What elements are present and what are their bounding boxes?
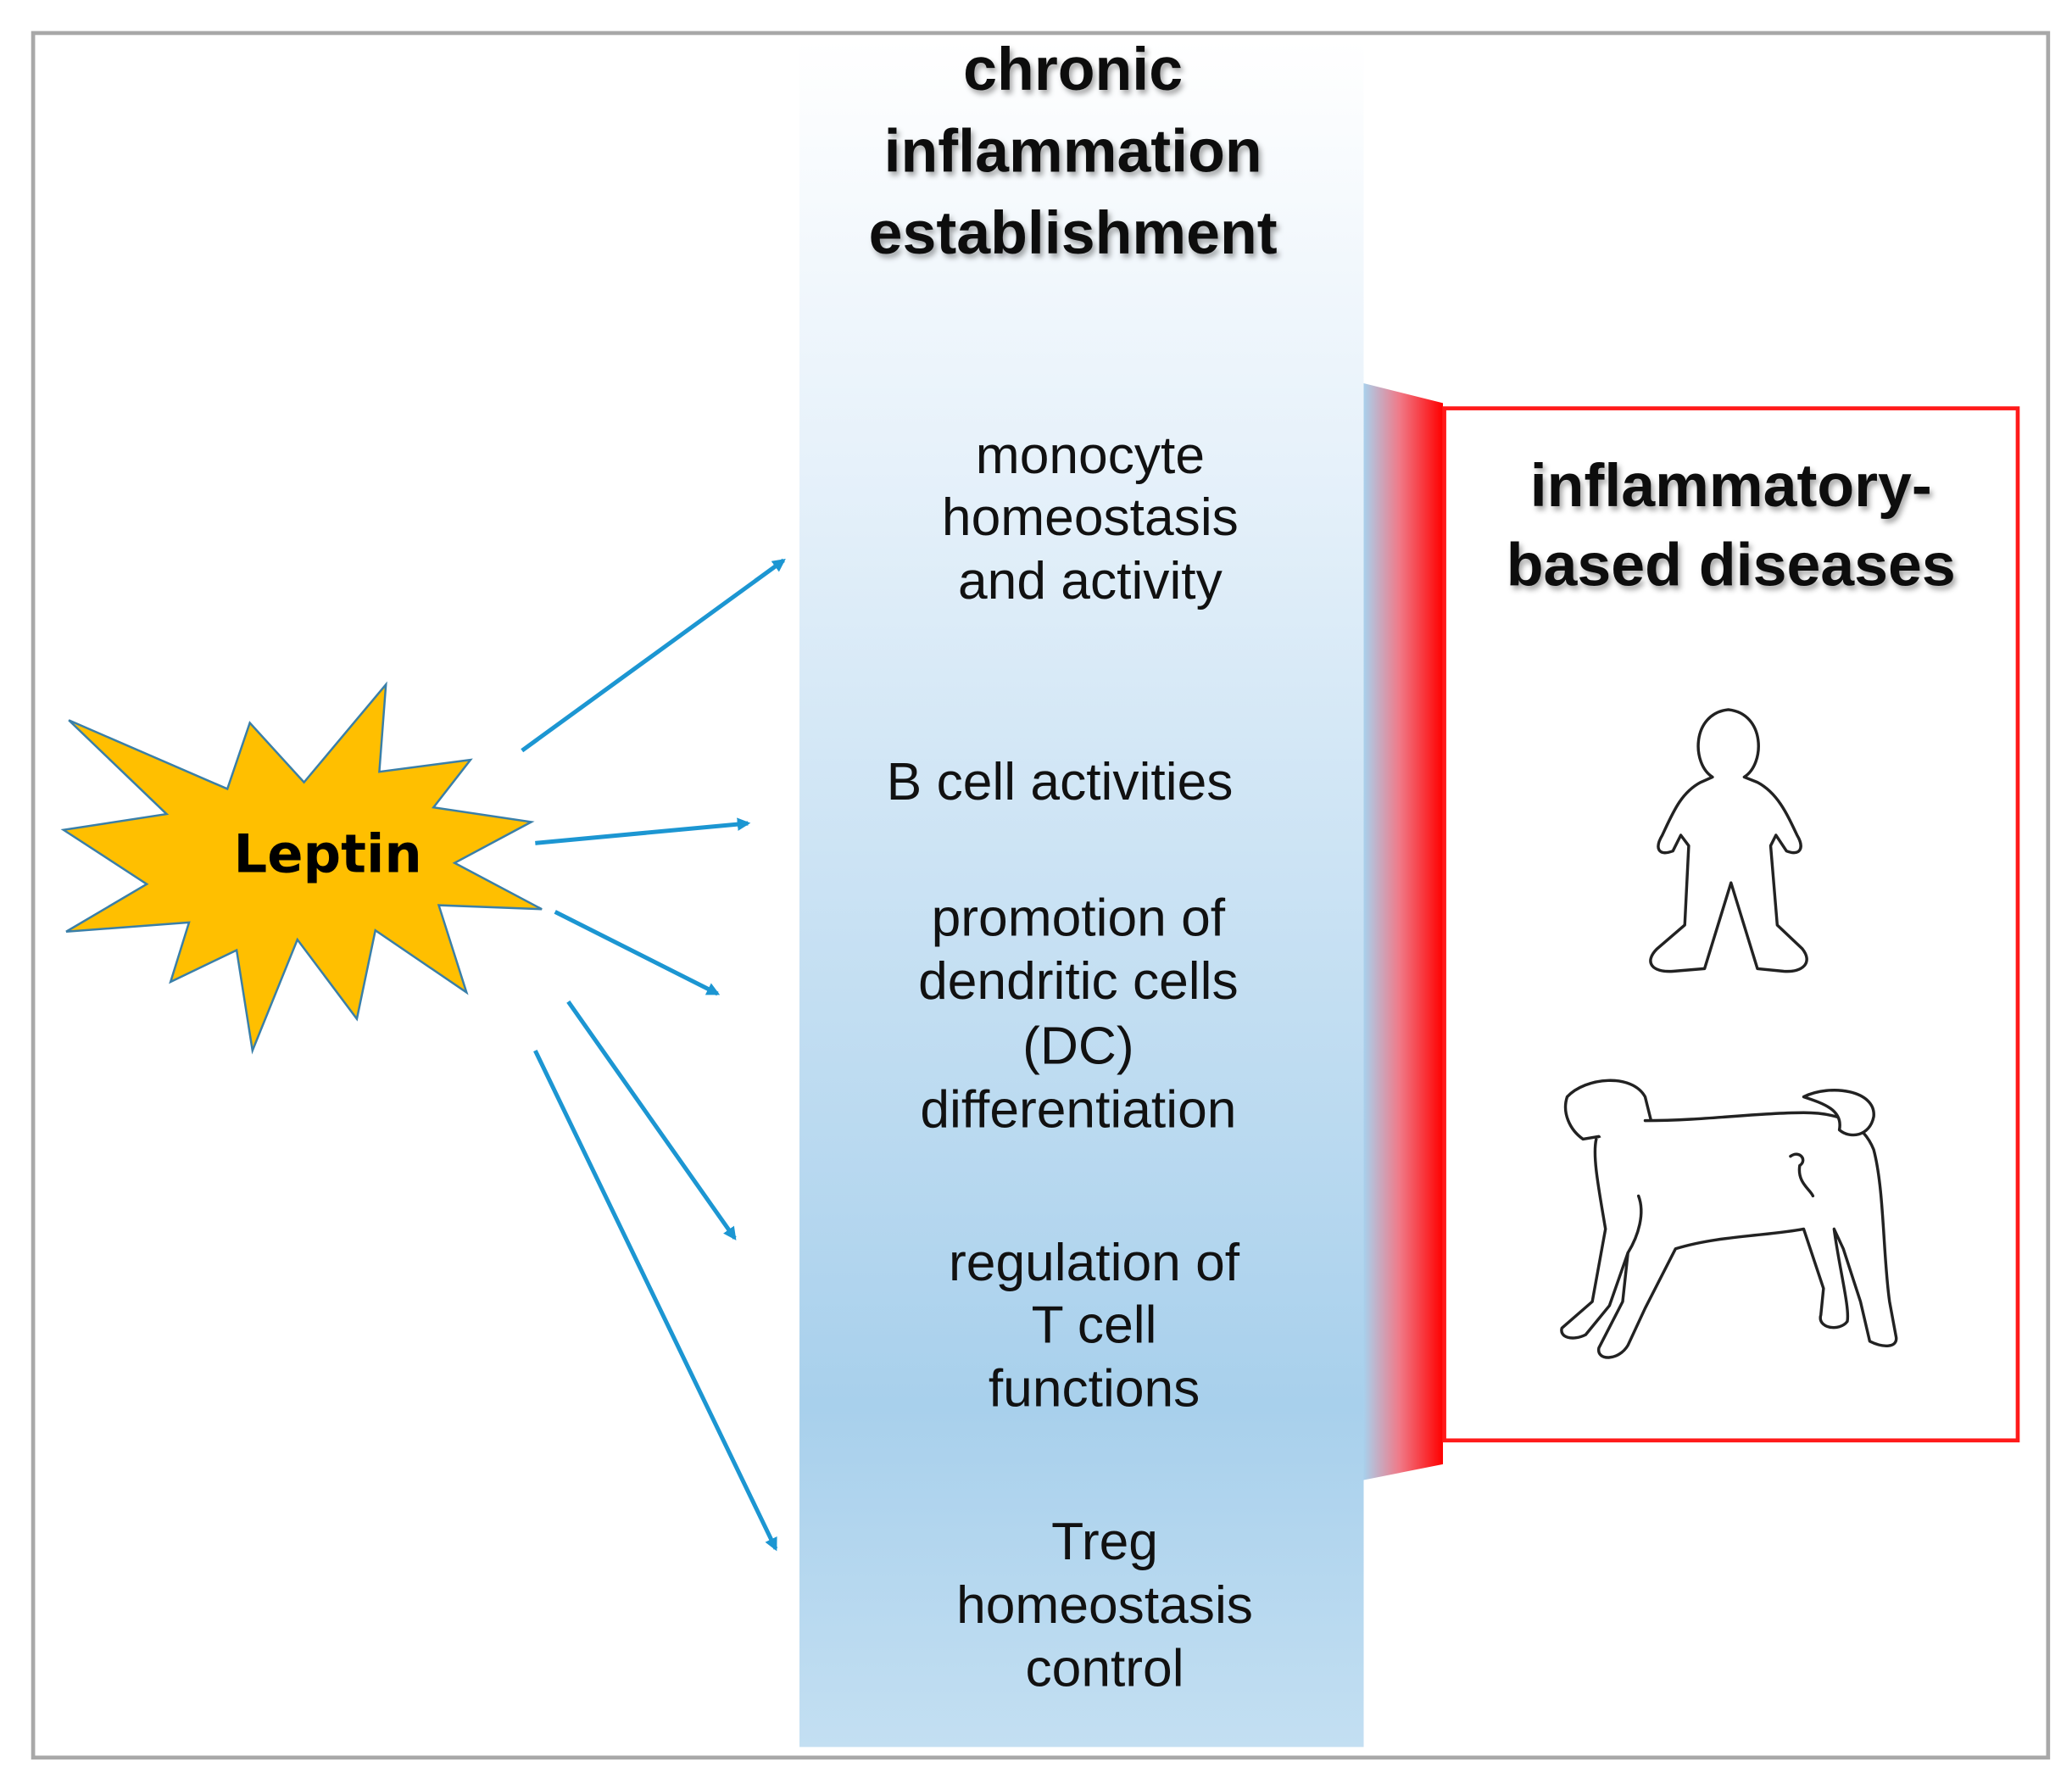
leptin-label: Leptin [234,823,422,885]
item-line: (DC) [1022,1017,1134,1076]
item-line: homeostasis [942,488,1239,547]
connector-wedge [1363,382,1444,1480]
title-line: chronic [963,36,1183,103]
item-line: functions [989,1359,1200,1418]
title-line: establishment [869,199,1278,267]
item-dendritic: promotion of dendritic cells (DC) differ… [918,889,1239,1139]
item-line: dendritic cells [918,952,1239,1011]
item-line: regulation of [949,1234,1240,1292]
item-line: B cell activities [887,753,1234,811]
item-line: promotion of [932,889,1226,947]
title-line: based diseases [1507,531,1956,599]
item-line: monocyte [976,426,1205,485]
item-monocyte: monocyte homeostasis and activity [942,426,1239,610]
arrow-to-t-cell [566,1000,737,1240]
title-line: inflammatory- [1530,452,1932,520]
inflammation-column [799,39,1364,1748]
item-line: control [1026,1640,1184,1698]
human-figure-icon [1649,708,1808,973]
arrow-to-monocyte [521,558,786,753]
leptin-star-icon [60,681,543,1055]
item-line: homeostasis [956,1576,1253,1635]
item-t-cell: regulation of T cell functions [949,1234,1240,1418]
dog-icon [1560,1079,1898,1359]
item-line: T cell [1032,1296,1157,1354]
arrow-to-treg [533,1049,778,1552]
item-line: Treg [1051,1513,1158,1571]
diseases-title: inflammatory- based diseases [1507,452,1956,599]
column-title: chronic inflammation establishment [869,36,1278,267]
item-line: and activity [958,552,1223,610]
arrow-to-b-cell [535,817,751,845]
item-b-cell: B cell activities [887,753,1234,811]
item-treg: Treg homeostasis control [956,1513,1253,1698]
diseases-box [1442,406,2020,1443]
item-line: differentiation [920,1080,1236,1139]
arrow-to-dendritic [554,910,721,996]
title-line: inflammation [884,118,1262,186]
